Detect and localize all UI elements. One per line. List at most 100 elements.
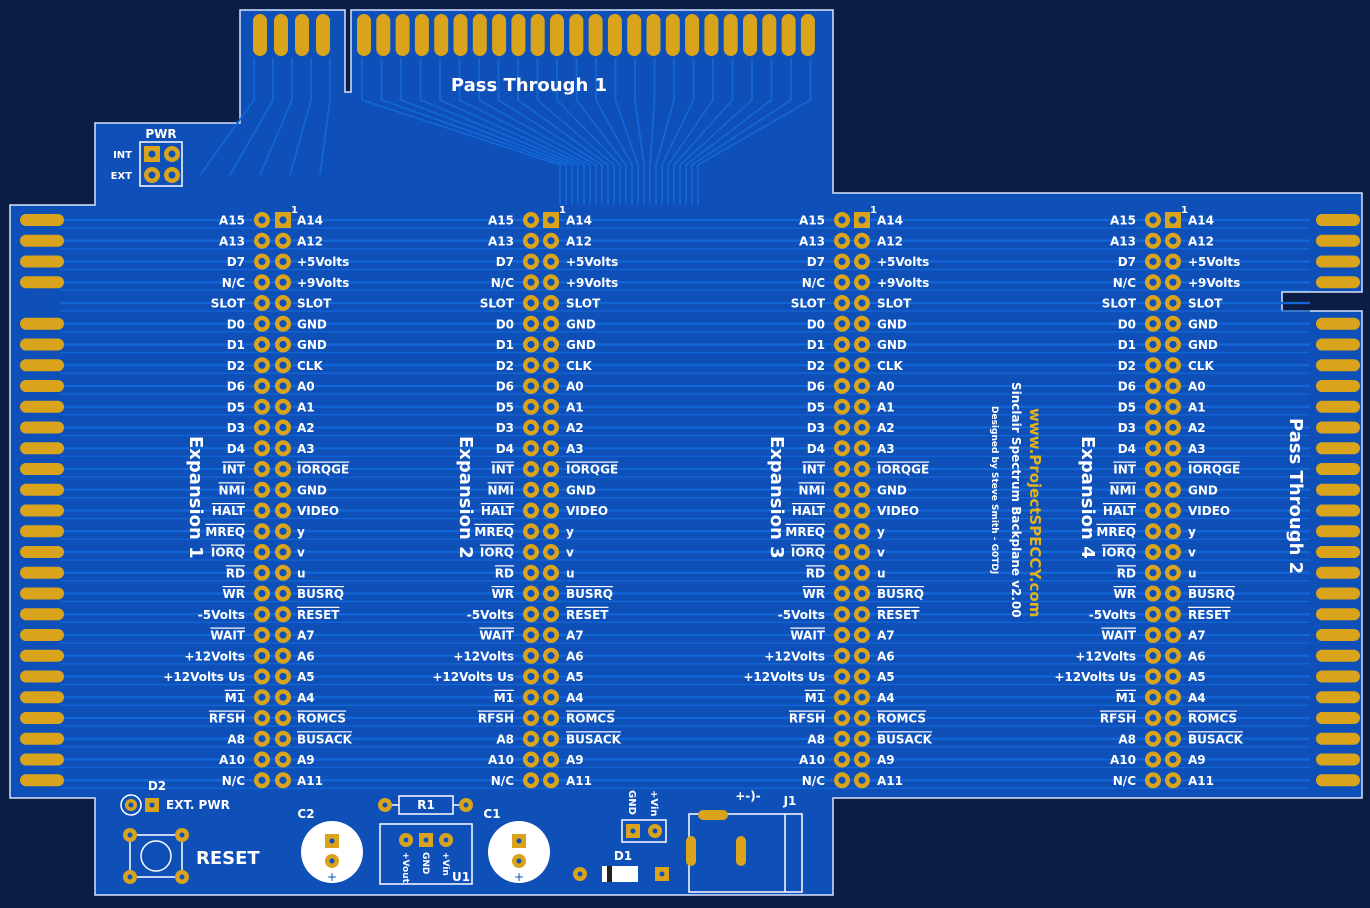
pad-hole bbox=[258, 403, 266, 411]
left-finger bbox=[20, 753, 64, 766]
expansion-4-label: Expansion 4 bbox=[1077, 436, 1098, 559]
pad-hole bbox=[547, 589, 555, 598]
pass-through-2-label: Pass Through 2 bbox=[1285, 418, 1306, 574]
pad-hole bbox=[527, 278, 535, 286]
connector-trace bbox=[517, 58, 609, 205]
connector-trace bbox=[685, 58, 773, 205]
pad-hole bbox=[838, 465, 846, 473]
pin-label-left: A15 bbox=[799, 214, 825, 228]
pad-hole bbox=[527, 257, 535, 266]
pad-hole bbox=[258, 465, 266, 473]
pin-label-left: N/C bbox=[222, 276, 245, 290]
pad-hole bbox=[858, 506, 866, 515]
pin-label-left: D6 bbox=[807, 380, 825, 394]
pin-label-left: WAIT bbox=[1101, 629, 1136, 643]
pwr-jumper[interactable] bbox=[139, 141, 183, 187]
pin-label-left: D7 bbox=[227, 255, 245, 269]
int-label: INT bbox=[113, 150, 132, 161]
pin-label-left: A8 bbox=[227, 732, 245, 746]
pad-hole bbox=[258, 506, 266, 515]
right-finger bbox=[1316, 421, 1360, 434]
pin-label-left: A15 bbox=[1110, 214, 1136, 228]
pad-hole bbox=[838, 382, 846, 390]
pad-hole bbox=[838, 237, 846, 245]
u1-pin-vout: +Vout bbox=[400, 852, 410, 884]
left-finger bbox=[20, 649, 64, 662]
pin-label-left: D3 bbox=[496, 421, 514, 435]
pin-label-left: MREQ bbox=[1096, 525, 1136, 539]
pin-label-right: CLK bbox=[566, 359, 592, 373]
d1-diode bbox=[573, 866, 669, 882]
pin-label-left: SLOT bbox=[1102, 297, 1137, 311]
pin-label-right: ROMCS bbox=[297, 712, 346, 726]
pin-label-right: BUSRQ bbox=[1188, 587, 1235, 601]
pin-label-right: A9 bbox=[1188, 753, 1206, 767]
pin-label-right: +9Volts bbox=[877, 276, 929, 290]
top-finger bbox=[295, 14, 309, 56]
pin-label-right: A1 bbox=[566, 400, 584, 414]
connector-trace bbox=[497, 58, 603, 205]
pad-hole bbox=[279, 382, 287, 390]
pin-label-right: A7 bbox=[297, 629, 315, 643]
pin-label-right: A1 bbox=[877, 400, 895, 414]
pad-hole bbox=[279, 735, 287, 743]
left-finger bbox=[20, 546, 64, 558]
pad-hole bbox=[258, 340, 266, 349]
pin-label-right: A4 bbox=[877, 691, 895, 705]
pad-hole bbox=[527, 672, 535, 681]
pin-label-left: M1 bbox=[225, 691, 245, 705]
pin-label-left: D5 bbox=[496, 400, 514, 414]
pin-label-left: D5 bbox=[807, 400, 825, 414]
left-finger bbox=[20, 338, 64, 351]
connector-trace bbox=[536, 58, 615, 205]
pad-hole bbox=[527, 423, 535, 432]
pin-label-left: RD bbox=[226, 566, 245, 580]
pin-label-left: D4 bbox=[1118, 442, 1136, 456]
pad-hole bbox=[1149, 735, 1157, 743]
pin-label-left: A10 bbox=[799, 753, 825, 767]
pad-hole bbox=[279, 237, 287, 245]
pin-label-right: +5Volts bbox=[1188, 255, 1240, 269]
pin-label-right: IORQGE bbox=[1188, 463, 1240, 477]
pin-label-left: A10 bbox=[488, 753, 514, 767]
pin-label-left: D4 bbox=[807, 442, 825, 456]
pad-hole bbox=[279, 278, 287, 286]
connector-trace bbox=[199, 58, 255, 176]
pad-hole bbox=[527, 299, 535, 307]
right-finger bbox=[1316, 463, 1360, 475]
pad-hole bbox=[1149, 652, 1157, 660]
pad-hole bbox=[527, 693, 535, 701]
pad-hole bbox=[858, 237, 866, 245]
c2-plus: + bbox=[327, 870, 337, 884]
j1-dc-jack[interactable] bbox=[686, 810, 803, 893]
reset-button[interactable] bbox=[123, 828, 189, 884]
right-finger bbox=[1316, 317, 1360, 330]
d2-led bbox=[120, 794, 159, 816]
pad-hole bbox=[279, 320, 287, 328]
pin-label-left: NMI bbox=[488, 483, 514, 497]
edge-connector-fingers bbox=[20, 14, 1360, 787]
pin-label-left: +12Volts Us bbox=[743, 670, 825, 684]
pad-hole bbox=[547, 423, 555, 432]
pad-hole bbox=[547, 631, 555, 639]
pad-hole bbox=[1169, 631, 1177, 639]
c1-capacitor bbox=[488, 821, 550, 883]
pin-label-left: +12Volts Us bbox=[163, 670, 245, 684]
pin-label-left: IORQ bbox=[791, 546, 825, 560]
pin-label-left: N/C bbox=[491, 774, 514, 788]
gnd-label: GND bbox=[626, 790, 637, 815]
pin-label-left: NMI bbox=[799, 483, 825, 497]
pad-hole bbox=[1169, 403, 1177, 411]
right-finger bbox=[1316, 525, 1360, 538]
pin-label-right: A5 bbox=[297, 670, 315, 684]
pin-label-right: BUSACK bbox=[297, 732, 353, 746]
connector-trace bbox=[400, 58, 573, 205]
pad-hole bbox=[547, 340, 555, 349]
gnd-vin-header[interactable] bbox=[621, 819, 667, 843]
connector-trace bbox=[556, 58, 621, 205]
pin-label-right: +5Volts bbox=[566, 255, 618, 269]
connector-trace bbox=[649, 58, 656, 205]
pad-hole bbox=[258, 589, 266, 598]
pad-hole bbox=[858, 548, 866, 556]
pin-label-left: INT bbox=[1113, 463, 1137, 477]
